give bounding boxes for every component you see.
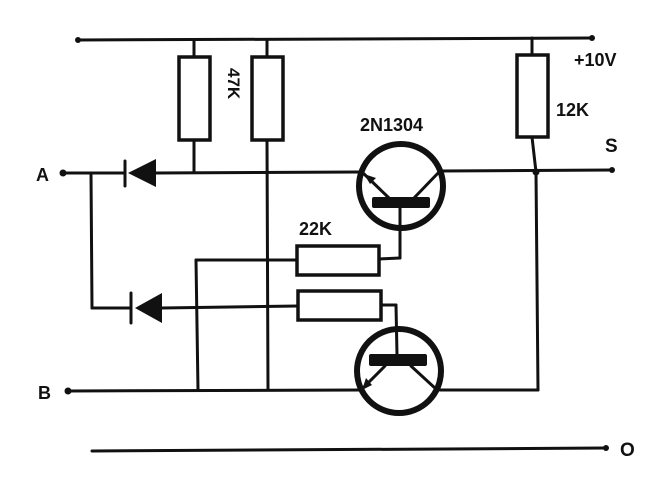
label-22k: 22K [299, 219, 332, 239]
label-2n1304: 2N1304 [360, 115, 423, 135]
supply-rail [76, 36, 594, 42]
label-a: A [36, 165, 49, 185]
rail-end-dot [589, 35, 595, 41]
label-supply: +10V [574, 50, 617, 70]
wire [438, 168, 614, 173]
wire [160, 304, 300, 310]
label-47k: 47K [224, 68, 243, 100]
collector-lead [409, 364, 438, 391]
wire [154, 170, 362, 175]
ground-rail [90, 446, 608, 453]
resistor-12k [515, 53, 550, 139]
wire [66, 388, 362, 393]
label-b: B [38, 383, 51, 403]
wire [530, 135, 538, 174]
terminal-s-dot[interactable] [609, 167, 615, 173]
label-o: O [620, 440, 635, 461]
collector-lead [412, 169, 442, 200]
wire [377, 256, 402, 261]
emitter-arrow-icon [362, 378, 372, 390]
label-s: S [605, 136, 618, 157]
resistor-top-left [177, 55, 212, 142]
transistor-lower-base-bar [369, 354, 427, 366]
terminal-o-dot[interactable] [603, 445, 609, 451]
resistor-base-lower [296, 289, 383, 322]
diode-upper-icon [128, 159, 156, 187]
diode-lower-icon [135, 293, 162, 323]
rail-end-dot [75, 37, 81, 43]
wire [534, 170, 540, 392]
label-12k: 12K [556, 100, 589, 120]
emitter-arrow-icon [364, 174, 376, 184]
wire [265, 138, 270, 392]
resistor-22k [295, 244, 381, 277]
transistor-upper-base-bar [372, 197, 430, 208]
transistor-lower [354, 326, 444, 416]
resistor-47k [250, 55, 285, 142]
wire [89, 171, 94, 310]
wire [194, 258, 200, 392]
